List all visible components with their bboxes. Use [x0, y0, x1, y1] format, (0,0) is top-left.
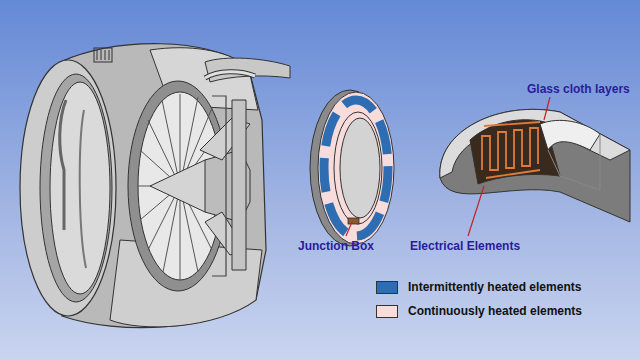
leader-line	[346, 97, 550, 236]
heater-mat-section	[484, 122, 540, 178]
engine-nacelle	[40, 74, 112, 302]
engine-nacelle	[94, 48, 112, 62]
part-label: Glass cloth layers	[527, 82, 630, 96]
heater-mat-section	[440, 109, 630, 222]
engine-nacelle	[97, 50, 109, 60]
heater-mat-section	[440, 109, 630, 222]
part-label: Junction Box	[298, 239, 374, 253]
heater-ring	[348, 218, 359, 224]
engine-nacelle	[20, 60, 116, 316]
engine-nacelle	[50, 82, 110, 294]
legend-text: Continuously heated elements	[408, 304, 582, 318]
leader-line	[544, 97, 550, 120]
heater-ring	[318, 92, 394, 244]
leader-line	[468, 186, 484, 236]
engine-nacelle	[205, 72, 255, 78]
engine-nacelle	[205, 72, 255, 78]
heater-mat-section	[482, 128, 538, 170]
engine-nacelle	[205, 58, 290, 82]
legend-swatch	[376, 305, 398, 318]
engine-nacelle	[212, 96, 226, 276]
heater-mat-section	[540, 120, 600, 150]
leader-line	[346, 222, 352, 236]
heater-ring	[310, 90, 394, 246]
legend-text: Intermittently heated elements	[408, 280, 581, 294]
legend-swatch	[376, 281, 398, 294]
heater-ring	[334, 112, 382, 224]
engine-nacelle	[232, 100, 246, 270]
part-label: Electrical Elements	[410, 239, 520, 253]
heater-mat-section	[548, 134, 600, 190]
engine-nacelle	[80, 110, 86, 268]
engine-nacelle	[60, 100, 66, 230]
engine-nacelle	[20, 44, 290, 328]
heater-ring	[324, 100, 388, 236]
heater-ring	[340, 118, 380, 218]
